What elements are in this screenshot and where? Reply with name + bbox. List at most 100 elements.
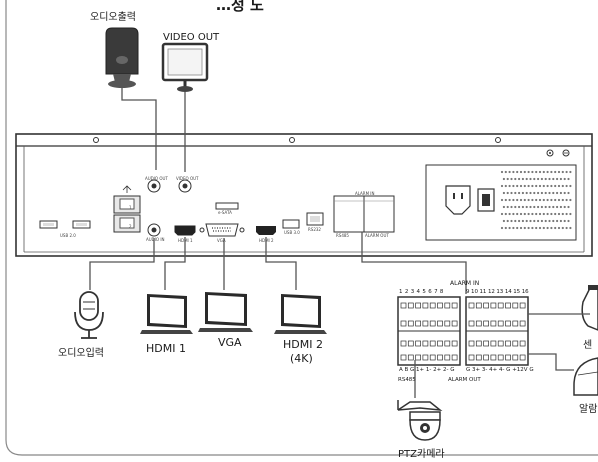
vent-hole [519, 212, 523, 216]
terminal-screw [451, 302, 458, 309]
terminal-screw [497, 320, 504, 327]
label-video-out: VIDEO OUT [163, 32, 220, 43]
terminal-screw [505, 354, 511, 361]
terminal-screw [475, 340, 482, 347]
terminal-screw [429, 302, 436, 309]
vent-hole [535, 170, 538, 174]
vent-hole [561, 212, 564, 216]
vent-hole [538, 226, 542, 230]
vent-hole [500, 198, 504, 202]
vent-hole [565, 226, 568, 230]
vent-hole [529, 177, 532, 181]
terminal-screw [422, 302, 429, 309]
terminal-screw [429, 354, 436, 361]
vent-hole [569, 226, 572, 230]
page-title-partial: …정 도 [216, 0, 264, 14]
panel-label-esata: e-SATA [218, 210, 232, 215]
video-out-monitor [161, 42, 209, 92]
vent-hole [521, 191, 525, 195]
vent-hole [542, 184, 545, 188]
vent-hole [508, 198, 511, 202]
panel-label-rs485: RS485 [336, 233, 349, 238]
vent-hole [561, 184, 564, 188]
rs232-inner [310, 216, 320, 222]
vent-hole [559, 205, 563, 209]
vent-hole [527, 226, 530, 230]
vent-hole [504, 198, 507, 202]
vent-hole [500, 184, 504, 188]
vent-hole [527, 184, 530, 188]
terminal-screw [415, 354, 421, 361]
vent-hole [550, 212, 553, 216]
terminal-screw [490, 320, 497, 327]
terminal-screw [490, 302, 497, 309]
vent-hole [510, 219, 513, 223]
terminal-screw [422, 354, 429, 361]
vent-hole [502, 177, 505, 181]
panel-label-audio-out: AUDIO OUT [145, 176, 168, 181]
usb20-ports [39, 220, 91, 229]
terminal-screw [429, 320, 436, 327]
alarm-block-top-numbers: 1 2 3 4 5 6 7 8 [399, 289, 444, 295]
vent-hole [548, 219, 551, 223]
terminal-screw [451, 354, 458, 361]
label-sensor: 센 [583, 340, 593, 351]
vent-hole [523, 170, 526, 174]
vent-hole [514, 191, 517, 195]
label-audio-out: 오디오출력 [90, 12, 136, 23]
vent-hole [556, 205, 559, 209]
connection-lines [89, 88, 590, 398]
vent-hole [569, 198, 572, 202]
terminal-screw [415, 320, 421, 327]
vent-hole [565, 198, 568, 202]
monitor-vga [198, 292, 253, 332]
vent-hole [504, 226, 507, 230]
vent-hole [548, 205, 551, 209]
vent-hole [554, 184, 557, 188]
vent-hole [567, 205, 570, 209]
vent-hole [538, 212, 542, 216]
vent-hole [537, 205, 540, 209]
terminal-screw [468, 302, 475, 309]
terminal-screw [497, 354, 504, 361]
label-hdmi1: HDMI 1 [146, 342, 186, 355]
terminal-screw [519, 320, 526, 327]
vent-hole [552, 177, 555, 181]
terminal-screw [400, 354, 407, 361]
fan-vent-grid [500, 170, 572, 230]
label-audio-in: 오디오입력 [58, 348, 104, 359]
terminal-screw [468, 340, 475, 347]
vent-hole [531, 226, 534, 230]
panel-label-vga: VGA [217, 238, 226, 243]
vent-hole [514, 205, 517, 209]
vent-hole [563, 177, 566, 181]
terminal-screw [415, 302, 421, 309]
vent-hole [518, 191, 521, 195]
terminal-screw [437, 340, 443, 347]
terminal-screw [497, 302, 504, 309]
alarm-block-bottom-left: A B G 1+ 1- 2+ 2- G [399, 367, 455, 373]
outer-frame [5, 0, 598, 456]
terminal-screw [505, 302, 511, 309]
microphone-device [74, 291, 104, 339]
vent-hole [565, 170, 568, 174]
terminal-screw [407, 354, 414, 361]
vent-hole [518, 177, 521, 181]
vent-hole [550, 226, 553, 230]
vent-hole [554, 170, 557, 174]
vent-hole [542, 226, 545, 230]
audio-jacks [147, 179, 161, 237]
power-socket [445, 185, 471, 215]
vent-hole [516, 184, 519, 188]
vent-hole [533, 219, 536, 223]
terminal-screw [444, 320, 451, 327]
terminal-screw [437, 302, 443, 309]
vent-hole [542, 212, 545, 216]
vent-hole [525, 219, 528, 223]
vent-hole [569, 212, 572, 216]
vent-hole [525, 205, 528, 209]
ptz-camera-device [397, 400, 443, 441]
vent-hole [510, 191, 513, 195]
vent-hole [554, 226, 557, 230]
